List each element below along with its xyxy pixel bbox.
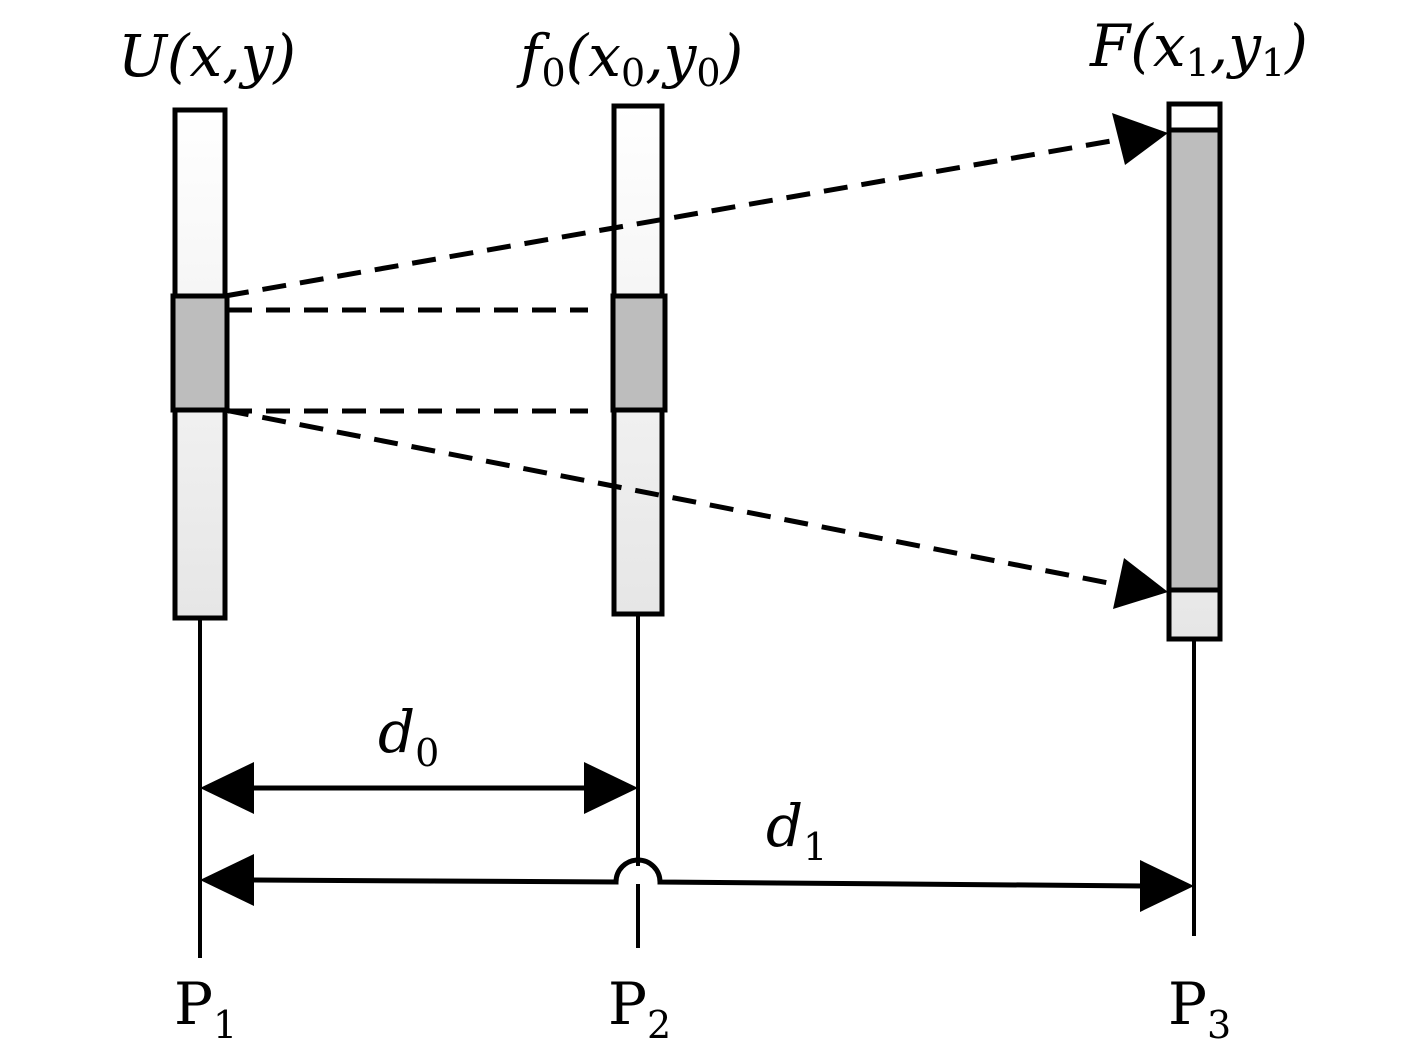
d0-arrowhead-right [584, 762, 638, 814]
d1-arrowhead-left [200, 854, 254, 906]
ray-lines [224, 135, 1129, 589]
plane-p2-highlight [610, 293, 668, 413]
label-u-xy: U(x,y) [118, 22, 296, 90]
label-p1: P1 [174, 970, 237, 1047]
d0-arrowhead-left [200, 762, 254, 814]
d0-dimension [200, 762, 638, 814]
d1-dimension [200, 854, 1194, 912]
ray-upper-diverging [224, 135, 1129, 299]
label-d0: d0 [378, 698, 439, 775]
label-p2: P2 [608, 970, 671, 1047]
plane-p3 [1166, 101, 1223, 936]
ray-lower-arrowhead [1113, 558, 1168, 609]
label-F-x1y1: F(x1,y1) [1089, 12, 1308, 85]
label-f0-x0y0: f0(x0,y0) [516, 22, 743, 95]
plane-p2 [610, 103, 668, 948]
d1-arrowhead-right [1140, 860, 1194, 912]
ray-upper-arrowhead [1112, 113, 1168, 165]
plane-p1 [170, 107, 230, 958]
ray-lower-diverging [224, 407, 1125, 589]
label-p3: P3 [1168, 970, 1231, 1047]
plane-p3-highlight [1166, 127, 1223, 593]
label-d1: d1 [766, 792, 827, 869]
plane-p1-highlight [170, 293, 230, 413]
